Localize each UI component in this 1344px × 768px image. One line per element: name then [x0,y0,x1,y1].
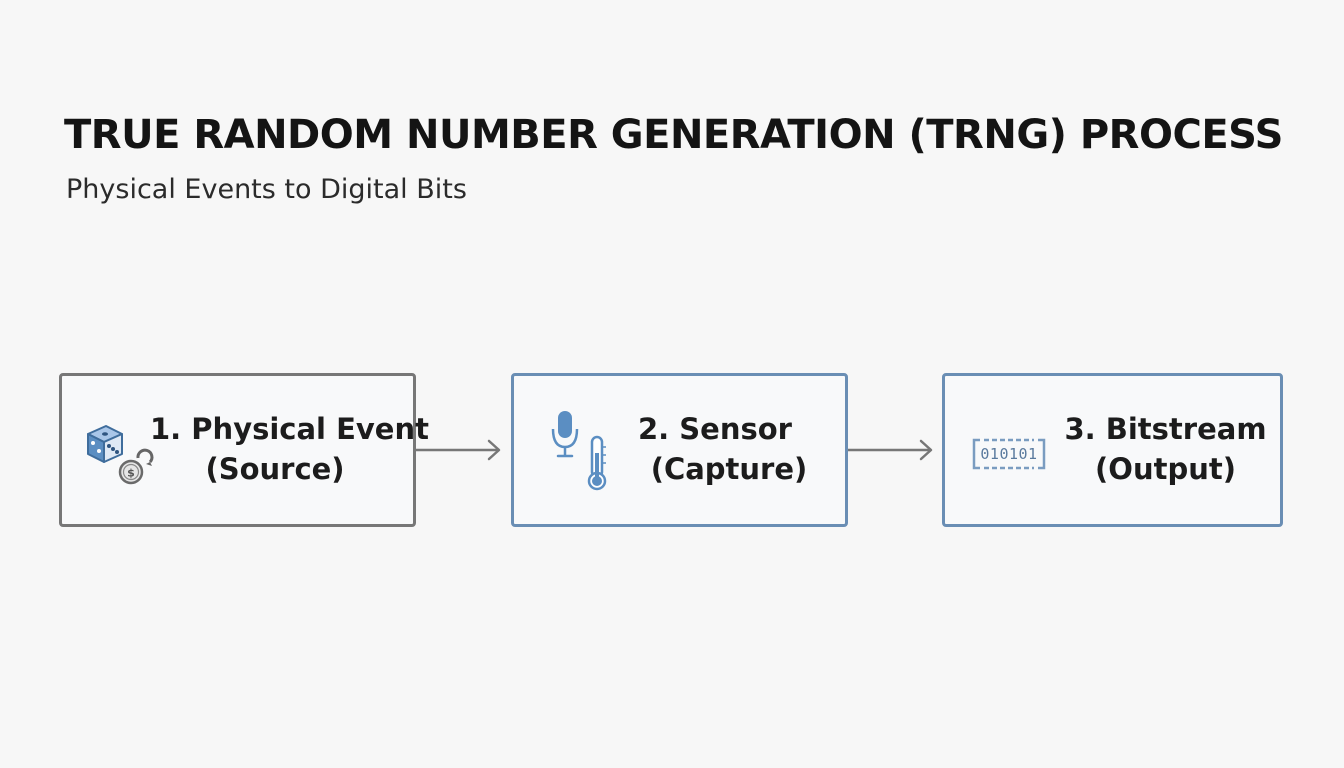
step-sensor: 2. Sensor (Capture) [511,373,848,527]
step-subtitle: (Source) [205,452,345,486]
step-subtitle: (Output) [1095,452,1236,486]
step-bitstream: 010101 3. Bitstream (Output) [942,373,1283,527]
step-sensor-label: 2. Sensor (Capture) [614,409,844,489]
arrow-right-icon [848,439,933,461]
binary-stream-icon: 010101 [972,438,1046,470]
step-title: 1. Physical Event [150,412,429,446]
page-title: TRUE RANDOM NUMBER GENERATION (TRNG) PRO… [64,112,1283,158]
microphone-icon [551,411,579,458]
dice-icon [87,425,123,463]
step-title: 3. Bitstream [1064,412,1267,446]
step-physical-event-label: 1. Physical Event (Source) [150,409,429,489]
step-subtitle: (Capture) [650,452,808,486]
step-physical-event: $ 1. Physical Event (Source) [59,373,429,527]
binary-stream-text: 010101 [980,445,1038,463]
step-bitstream-label: 3. Bitstream (Output) [1053,409,1278,489]
step-title: 2. Sensor [638,412,792,446]
thermometer-icon [587,435,607,491]
svg-text:$: $ [127,467,135,480]
page-subtitle: Physical Events to Digital Bits [66,174,467,205]
arrow-right-icon [416,439,501,461]
coin-icon: $ [118,448,154,485]
